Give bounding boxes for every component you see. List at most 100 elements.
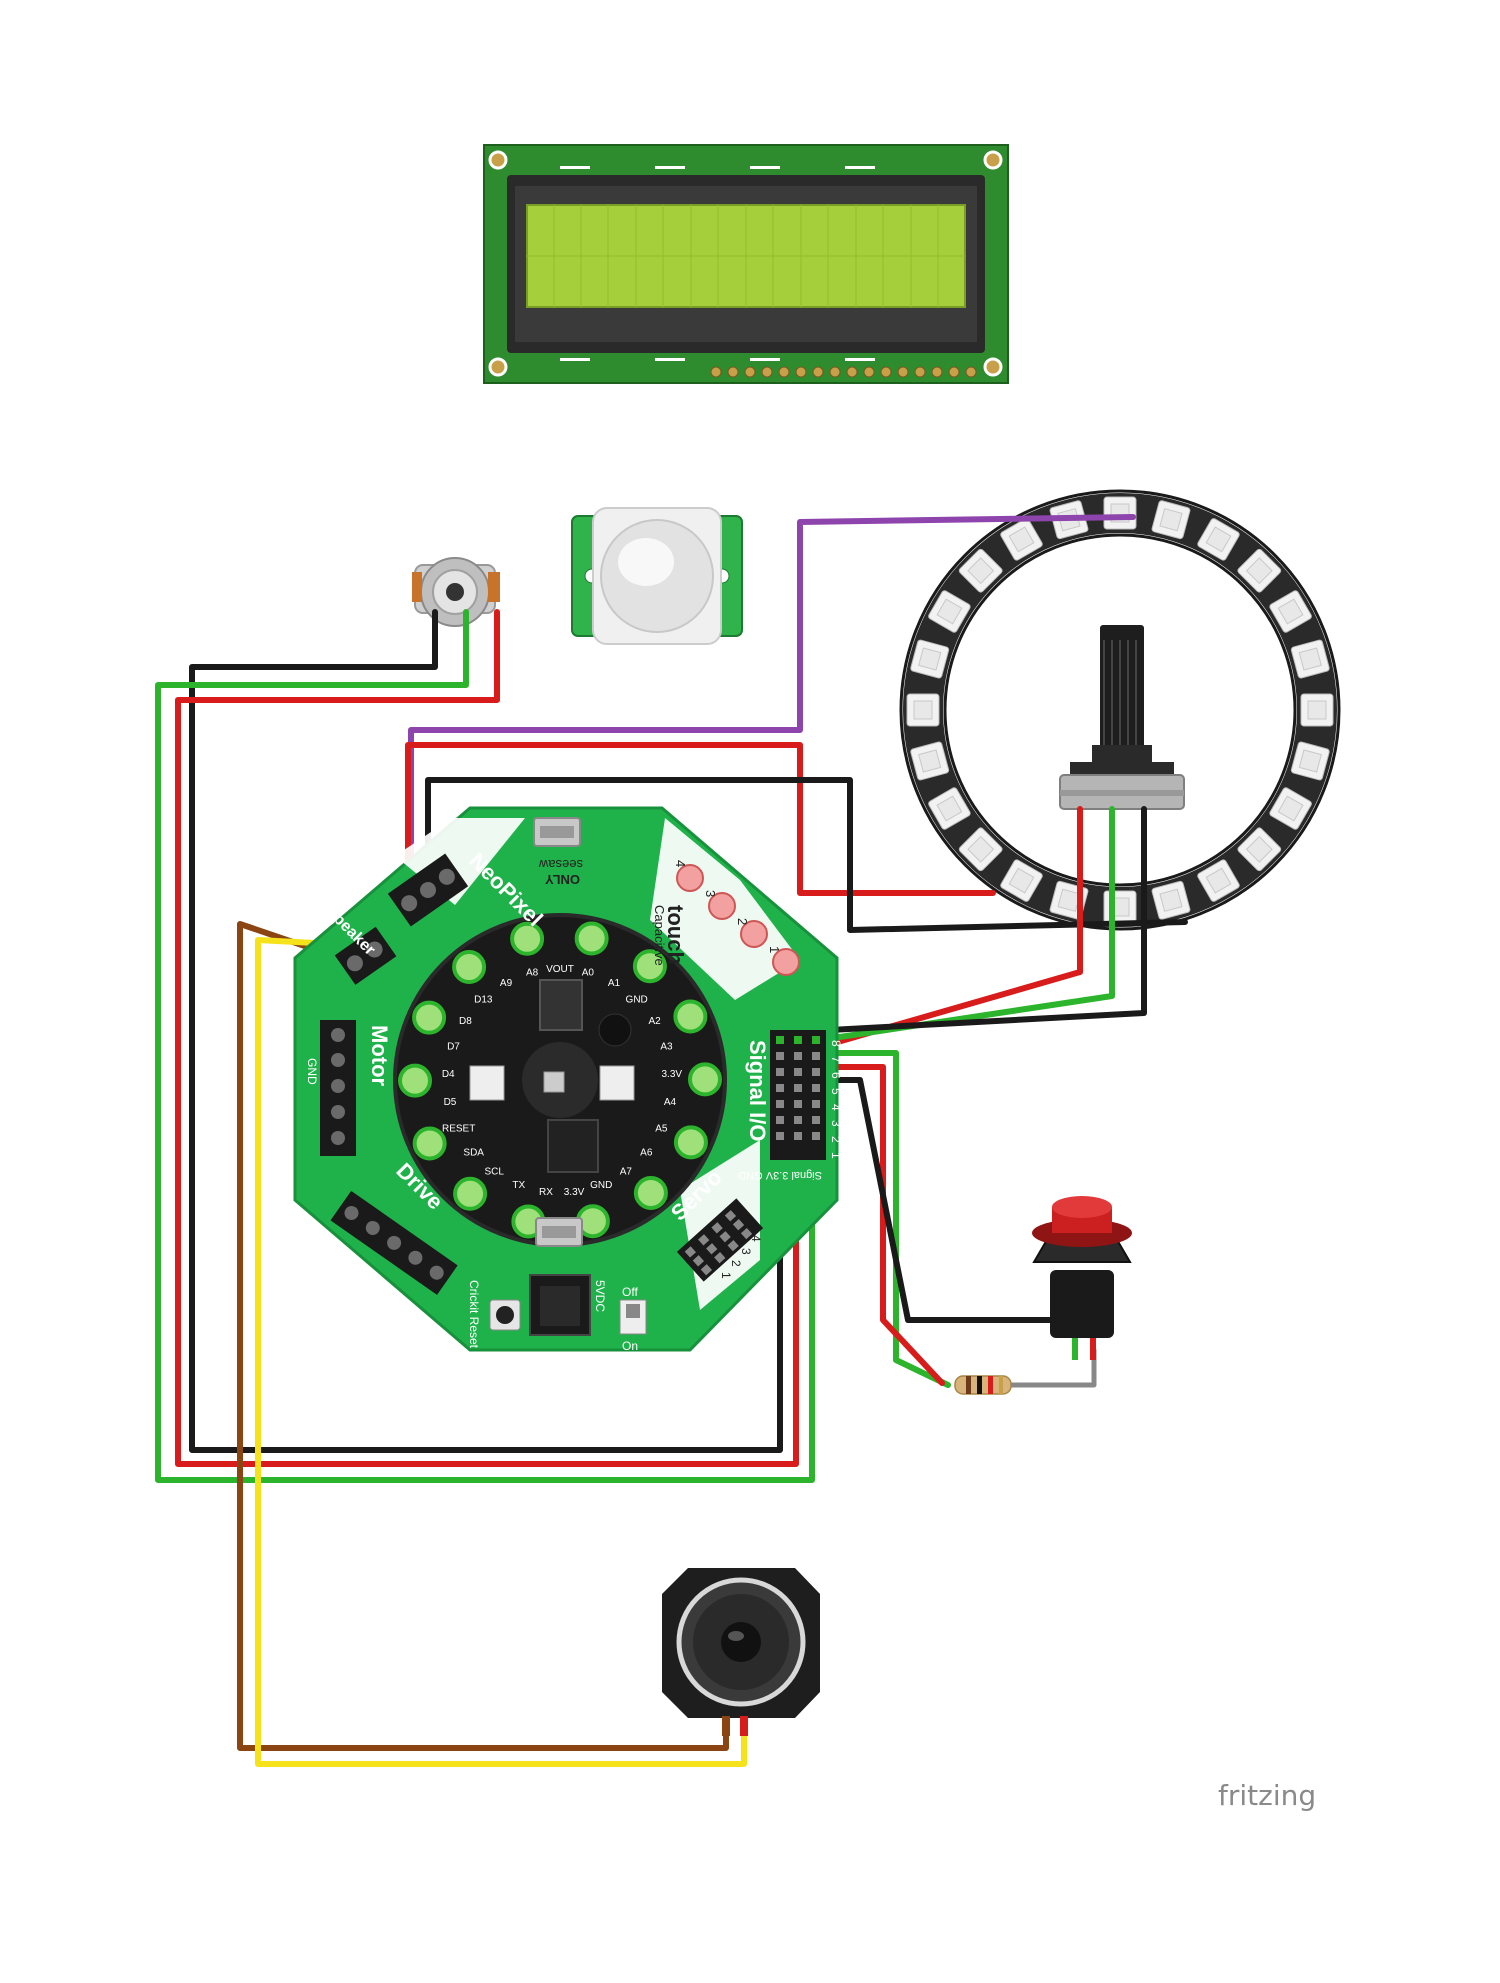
neopixel-led: [958, 548, 1003, 593]
wire-red-neopixel-power: [405, 742, 996, 896]
servo-number-2: 2: [729, 1260, 743, 1267]
cp-pad: [398, 1063, 433, 1098]
cp-pad: [632, 949, 667, 984]
cp-pad-label: A1: [608, 978, 621, 989]
drive-number-4: 4: [342, 1250, 356, 1257]
wire-brown-speaker: [237, 921, 729, 1751]
speaker: [662, 1568, 820, 1736]
cp-pad-label: A9: [500, 978, 513, 989]
on-label: On: [622, 1339, 638, 1353]
cp-pad-label: GND: [590, 1180, 612, 1191]
drive-terminal: [330, 1190, 458, 1295]
cp-pad-label: D7: [447, 1041, 460, 1052]
signal-number-3: 3: [829, 1120, 843, 1127]
servo-header: [676, 1198, 764, 1282]
touch-pad-3[interactable]: [708, 892, 736, 920]
servo-number-1: 1: [719, 1272, 733, 1279]
signal-header-label: Signal 3.3V GND: [738, 1169, 822, 1181]
wire-yellow-speaker: [255, 937, 747, 1767]
touch-number-3: 3: [703, 890, 718, 897]
button-b[interactable]: [599, 1065, 635, 1101]
wires: [155, 514, 1188, 1767]
crickit-reset-label: Crickit Reset: [467, 1280, 481, 1349]
cp-pad: [412, 1000, 447, 1035]
cp-pad-label: TX: [512, 1180, 525, 1191]
touch-pad-1[interactable]: [772, 948, 800, 976]
cp-pad-label: VOUT: [546, 964, 574, 975]
wire-green-trimpot: [155, 609, 815, 1483]
signal-number-7: 7: [829, 1056, 843, 1063]
neopixel-led: [1237, 827, 1282, 872]
capacitive-label: Capacitive: [652, 905, 667, 966]
cp-pad: [452, 950, 487, 985]
cp-pad-label: D13: [474, 994, 493, 1005]
drive-number-1: 1: [387, 1292, 401, 1299]
touch-number-2: 2: [735, 918, 750, 925]
cp-pad-label: A2: [648, 1016, 661, 1027]
fritzing-watermark: fritzing: [1218, 1779, 1316, 1812]
cp-pad-label: D5: [444, 1097, 457, 1108]
motor-terminal: [320, 1020, 356, 1156]
neopixel-led: [1151, 500, 1191, 540]
drive-number-2: 2: [372, 1278, 386, 1285]
cp-pad-label: A8: [526, 968, 539, 979]
neopixel-led: [958, 827, 1003, 872]
neopixel-led: [1000, 518, 1043, 561]
neopixel-led: [1269, 590, 1312, 633]
neopixel-led: [1000, 859, 1043, 902]
cp-pad-label: A3: [660, 1041, 673, 1052]
rotary-potentiometer: [1059, 625, 1185, 810]
off-label: Off: [622, 1285, 638, 1299]
neopixel-led: [1300, 693, 1334, 727]
signal-number-1: 1: [829, 1152, 843, 1159]
motor-label: Motor: [367, 1025, 392, 1087]
neopixel-led: [1197, 518, 1240, 561]
neopixel-led: [1151, 880, 1191, 920]
reset-button-cp[interactable]: [543, 1071, 565, 1093]
cp-pad: [574, 921, 609, 956]
neopixel-led: [928, 787, 971, 830]
cp-pad-label: A6: [640, 1147, 653, 1158]
neopixel-led: [1269, 787, 1312, 830]
neopixel-led: [928, 590, 971, 633]
lcd-pin-header: [710, 366, 977, 378]
wire-black-pot: [827, 806, 1147, 1033]
cp-pad: [673, 1125, 708, 1160]
cp-pad: [453, 1176, 488, 1211]
cp-pad-label: A5: [655, 1124, 668, 1135]
wire-black-button: [812, 1077, 1083, 1323]
drive-number-3: 3: [357, 1264, 371, 1271]
neopixel-led: [1103, 496, 1137, 530]
push-button: [1032, 1196, 1132, 1360]
neopixel-label-zone: [395, 818, 525, 905]
cp-pad-label: D4: [442, 1069, 455, 1080]
resistor: [954, 1375, 1012, 1395]
wire-black-neopixel-gnd: [425, 777, 1188, 933]
neopixel-terminal: [387, 853, 469, 927]
signal-number-2: 2: [829, 1136, 843, 1143]
servo-number-3: 3: [739, 1248, 753, 1255]
seesaw-label: seesaw: [538, 857, 583, 872]
touch-label: touch: [663, 905, 688, 965]
neopixel-led: [906, 693, 940, 727]
neopixel-led: [1103, 890, 1137, 924]
touch-pad-4[interactable]: [676, 864, 704, 892]
neopixel-led: [1290, 639, 1330, 679]
touch-number-1: 1: [767, 946, 782, 953]
neopixel-led: [1197, 859, 1240, 902]
wire-green-button: [812, 1050, 951, 1388]
cp-pad-label: SDA: [463, 1147, 484, 1158]
signal-number-4: 4: [829, 1104, 843, 1111]
gnd-label: GND: [305, 1058, 319, 1085]
cp-pad-label: RESET: [442, 1124, 475, 1135]
cp-pad-label: D8: [459, 1016, 472, 1027]
drive-number-5v: +5V: [402, 1304, 416, 1326]
cp-pad-label: A0: [582, 968, 595, 979]
neopixel-led: [1290, 741, 1330, 781]
cp-pad: [687, 1062, 722, 1097]
touch-pad-2[interactable]: [740, 920, 768, 948]
signal-io-header: [770, 1030, 826, 1160]
button-a[interactable]: [469, 1065, 505, 1101]
